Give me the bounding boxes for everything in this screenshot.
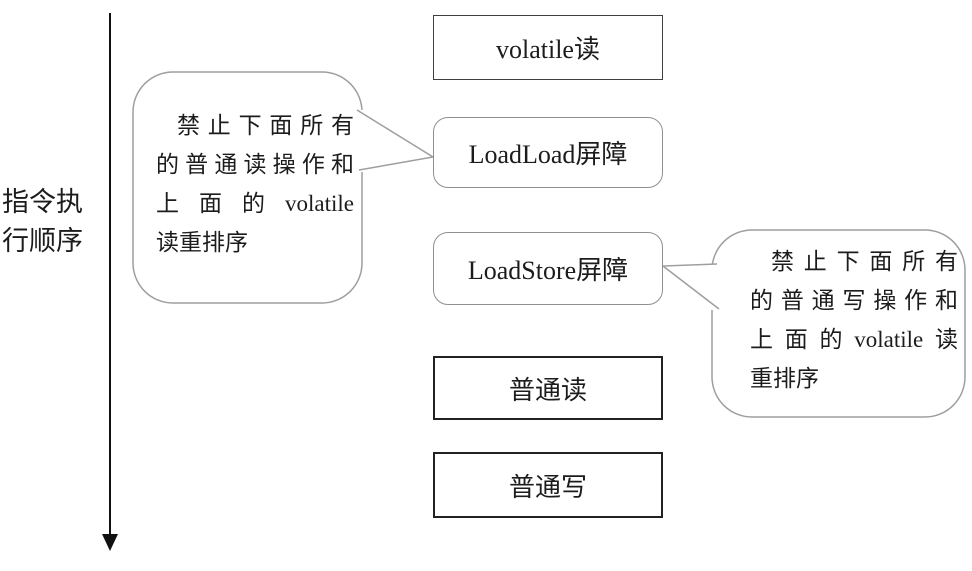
callout-loadstore-text: 禁止下面所有 的普通写操作和 上面的volatile读 重排序: [750, 242, 958, 398]
callout-line: 重排序: [750, 366, 819, 391]
box-volatile-read-label: volatile读: [496, 35, 600, 64]
box-volatile-read: volatile读: [433, 15, 663, 80]
callout-line: 的普通写操作和: [750, 288, 958, 313]
callout-bubble-loadload: [132, 71, 363, 304]
callout-line: 禁止下面所有: [771, 249, 958, 274]
execution-order-label-line: 行顺序: [2, 226, 83, 256]
bubble-tail-cover: [707, 264, 717, 310]
callout-line: 上面的volatile: [156, 191, 354, 216]
execution-order-label: 指令执 行顺序: [2, 183, 86, 261]
box-loadload-barrier-label: LoadLoad屏障: [468, 140, 628, 169]
execution-order-arrow-head: [102, 534, 118, 551]
callout-line: 的普通读操作和: [156, 152, 354, 177]
bubble-tail-cover: [356, 110, 366, 172]
callout-line: 上面的volatile读: [750, 327, 958, 352]
box-normal-read-label: 普通读: [508, 375, 587, 405]
box-normal-write: 普通写: [433, 452, 663, 518]
box-loadload-barrier: LoadLoad屏障: [433, 117, 663, 188]
callout-loadload-text: 禁止下面所有 的普通读操作和 上面的volatile 读重排序: [156, 106, 354, 262]
callout-line: 读重排序: [156, 230, 248, 255]
box-loadstore-barrier-label: LoadStore屏障: [467, 256, 629, 285]
box-normal-write-label: 普通写: [508, 472, 587, 502]
callout-tail-loadstore: [660, 263, 720, 310]
callout-line: 禁止下面所有: [177, 113, 354, 138]
callout-tail-loadload: [356, 109, 436, 171]
callout-bubble-loadstore: [711, 229, 966, 418]
box-loadstore-barrier: LoadStore屏障: [433, 232, 663, 305]
box-normal-read: 普通读: [433, 356, 663, 420]
execution-order-label-line: 指令执: [2, 187, 83, 217]
